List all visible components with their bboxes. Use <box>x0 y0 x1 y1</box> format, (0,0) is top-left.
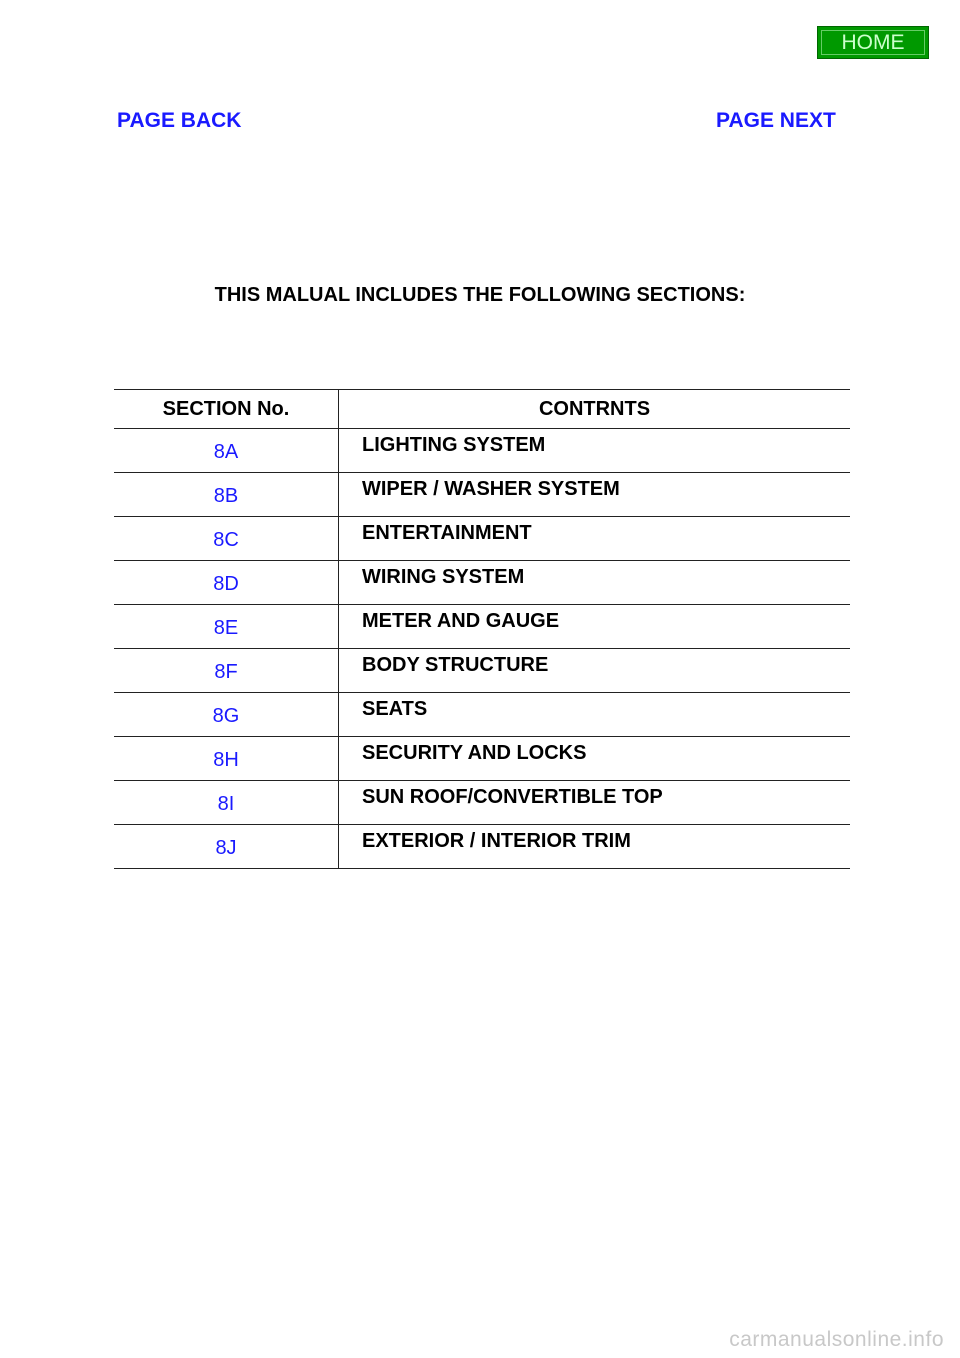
section-code-cell: 8F <box>114 648 339 693</box>
header-contents: CONTRNTS <box>338 389 850 429</box>
table-row: 8I SUN ROOF/CONVERTIBLE TOP <box>114 780 850 825</box>
section-code-cell: 8C <box>114 516 339 561</box>
header-section-no: SECTION No. <box>114 389 339 429</box>
section-title: EXTERIOR / INTERIOR TRIM <box>338 824 850 869</box>
section-title: SECURITY AND LOCKS <box>338 736 850 781</box>
table-row: 8D WIRING SYSTEM <box>114 560 850 605</box>
section-title: WIRING SYSTEM <box>338 560 850 605</box>
section-8b-link[interactable]: 8B <box>213 485 239 507</box>
section-8h-link[interactable]: 8H <box>213 749 239 771</box>
section-code-cell: 8B <box>114 472 339 517</box>
section-code-cell: 8G <box>114 692 339 737</box>
section-8c-link[interactable]: 8C <box>213 529 239 551</box>
section-code-cell: 8I <box>114 780 339 825</box>
section-title: BODY STRUCTURE <box>338 648 850 693</box>
section-code-cell: 8D <box>114 560 339 605</box>
section-8f-link[interactable]: 8F <box>214 661 238 683</box>
section-8j-link[interactable]: 8J <box>215 837 237 859</box>
home-button-label: HOME <box>821 30 925 55</box>
section-8d-link[interactable]: 8D <box>213 573 239 595</box>
table-row: 8E METER AND GAUGE <box>114 604 850 649</box>
table-row: 8C ENTERTAINMENT <box>114 516 850 561</box>
section-8i-link[interactable]: 8I <box>217 793 235 815</box>
section-8a-link[interactable]: 8A <box>213 441 239 463</box>
table-row: 8J EXTERIOR / INTERIOR TRIM <box>114 824 850 869</box>
section-8g-link[interactable]: 8G <box>212 705 240 727</box>
section-code-cell: 8H <box>114 736 339 781</box>
table-row: 8H SECURITY AND LOCKS <box>114 736 850 781</box>
table-header-row: SECTION No. CONTRNTS <box>114 389 850 429</box>
home-button[interactable]: HOME <box>817 26 929 59</box>
section-title: LIGHTING SYSTEM <box>338 428 850 473</box>
section-code-cell: 8E <box>114 604 339 649</box>
page-back-link[interactable]: PAGE BACK <box>117 109 242 132</box>
table-row: 8A LIGHTING SYSTEM <box>114 428 850 473</box>
section-title: WIPER / WASHER SYSTEM <box>338 472 850 517</box>
intro-heading: THIS MALUAL INCLUDES THE FOLLOWING SECTI… <box>214 284 746 306</box>
table-row: 8G SEATS <box>114 692 850 737</box>
section-8e-link[interactable]: 8E <box>213 617 239 639</box>
section-title: METER AND GAUGE <box>338 604 850 649</box>
sections-table-body: 8A LIGHTING SYSTEM 8B WIPER / WASHER SYSTEM… <box>114 428 850 869</box>
page-next-link[interactable]: PAGE NEXT <box>716 109 836 132</box>
section-code-cell: 8J <box>114 824 339 869</box>
section-code-cell: 8A <box>114 428 339 473</box>
section-title: SUN ROOF/CONVERTIBLE TOP <box>338 780 850 825</box>
table-row: 8F BODY STRUCTURE <box>114 648 850 693</box>
section-title: SEATS <box>338 692 850 737</box>
watermark: carmanualsonline.info <box>729 1328 944 1351</box>
section-title: ENTERTAINMENT <box>338 516 850 561</box>
table-row: 8B WIPER / WASHER SYSTEM <box>114 472 850 517</box>
